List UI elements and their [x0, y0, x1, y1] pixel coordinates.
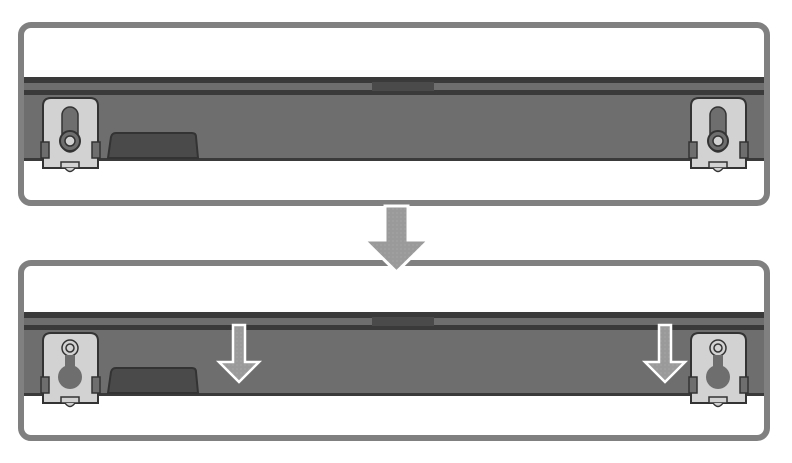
wall-bracket-right — [688, 332, 749, 408]
wall-bracket-left — [40, 97, 101, 173]
soundbar-foot — [106, 367, 200, 394]
soundbar-foot — [106, 132, 200, 159]
center-connector — [372, 82, 434, 91]
center-connector — [372, 317, 434, 326]
wall-bracket-left — [40, 332, 101, 408]
down-arrow-icon — [215, 323, 263, 384]
down-arrow-icon — [641, 323, 689, 384]
step-before-panel — [18, 22, 770, 206]
step-after-panel — [18, 260, 770, 441]
soundbar — [24, 77, 764, 161]
wall-bracket-right — [688, 97, 749, 173]
down-arrow-icon — [360, 204, 433, 275]
soundbar — [24, 312, 764, 396]
